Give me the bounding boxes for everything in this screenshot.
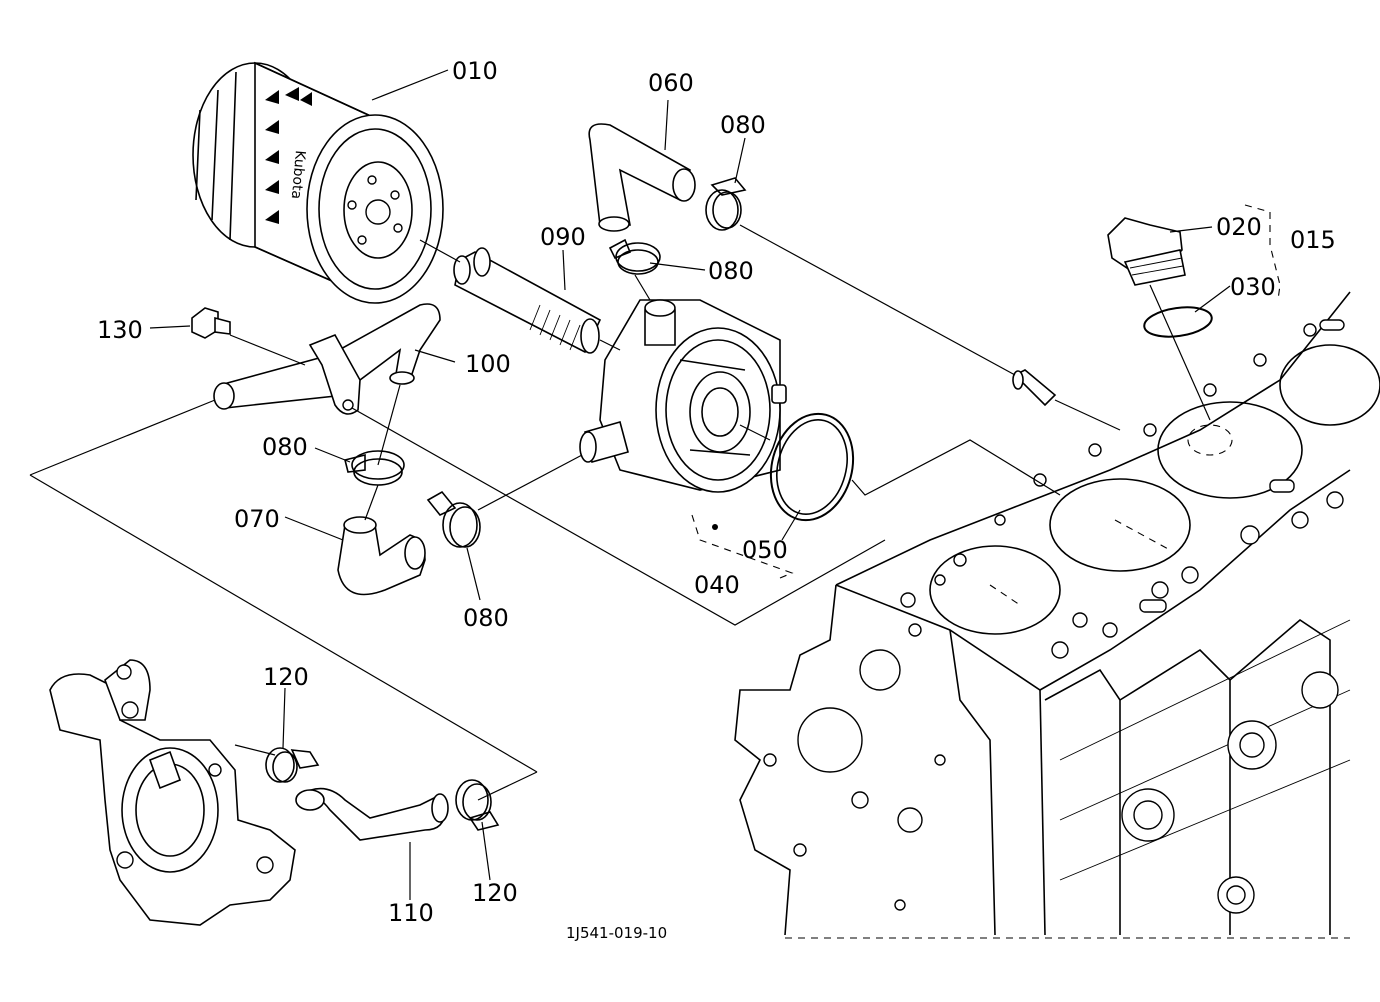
callout-080: 080 — [262, 433, 308, 461]
o-ring-050 — [769, 412, 855, 522]
brand-text: Kubota — [288, 150, 308, 200]
callout-120: 120 — [263, 663, 309, 691]
callout-070: 070 — [234, 505, 280, 533]
hose-clamp-080-middle — [608, 238, 661, 275]
callout-100: 100 — [465, 350, 511, 378]
pipe-100 — [213, 303, 441, 415]
callout-060: 060 — [648, 69, 694, 97]
hose-clamp-080-right — [426, 490, 481, 548]
callout-130: 130 — [97, 316, 143, 344]
engine-block — [734, 291, 1380, 939]
callout-080: 080 — [720, 111, 766, 139]
nipple-pipe — [453, 247, 602, 354]
hose-clamp-080-left — [344, 450, 405, 486]
water-pump-housing — [49, 659, 296, 926]
drawing-code: 1J541-019-10 — [566, 924, 667, 942]
callout-labels: 010 060 080 090 080 020 015 030 130 100 … — [97, 57, 1336, 942]
o-ring-030 — [1143, 306, 1213, 338]
callout-030: 030 — [1230, 273, 1276, 301]
callout-015: 015 — [1290, 226, 1336, 254]
filler-cap-020 — [1107, 217, 1186, 286]
callout-050: 050 — [742, 536, 788, 564]
callout-020: 020 — [1216, 213, 1262, 241]
hose-060 — [588, 123, 696, 232]
callout-040: 040 — [694, 571, 740, 599]
callout-080: 080 — [463, 604, 509, 632]
callout-010: 010 — [452, 57, 498, 85]
hose-110 — [295, 787, 449, 841]
hose-clamp-080-top — [705, 177, 747, 231]
callout-080: 080 — [708, 257, 754, 285]
hose-070 — [337, 516, 426, 596]
hose-clamp-120-right — [455, 779, 500, 831]
oil-filter: Kubota — [192, 61, 444, 304]
oil-cooler — [579, 299, 787, 493]
callout-090: 090 — [540, 223, 586, 251]
hose-clamp-120-left — [265, 747, 320, 783]
fitting-connector — [1012, 369, 1057, 407]
leader-lines — [29, 69, 1281, 900]
callout-120: 120 — [472, 879, 518, 907]
callout-110: 110 — [388, 899, 434, 927]
bolt-130 — [191, 307, 231, 339]
kubota-logo: Kubota — [288, 150, 308, 200]
